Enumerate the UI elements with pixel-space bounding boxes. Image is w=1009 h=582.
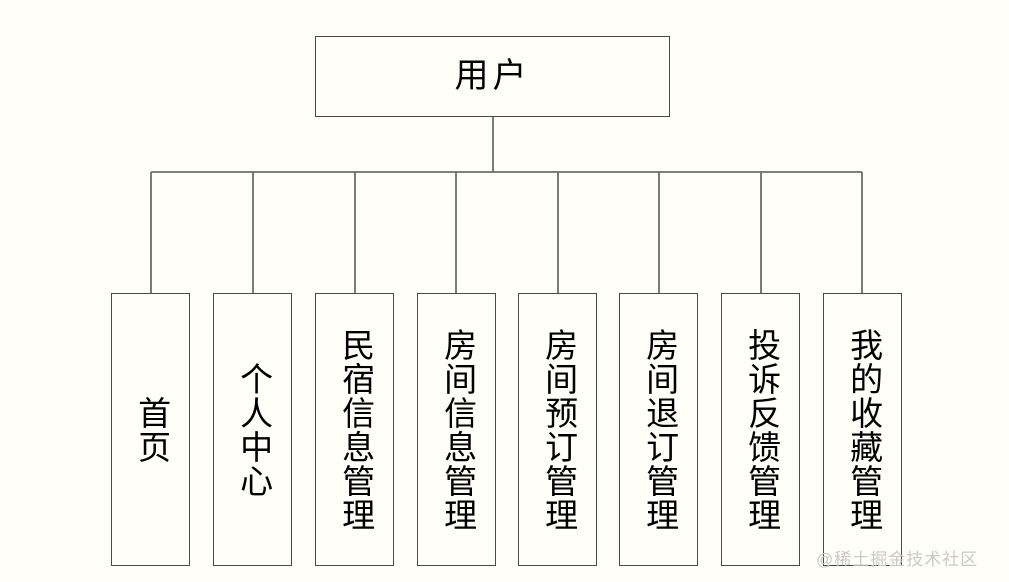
- watermark-text: @稀土掘金技术社区: [816, 550, 979, 569]
- node-root-user[interactable]: 用户: [315, 36, 670, 117]
- node-child-label: 房间退订管理: [640, 327, 677, 532]
- node-child-label: 我的收藏管理: [844, 327, 881, 532]
- node-child-homestay-info-management[interactable]: 民宿信息管理: [315, 293, 394, 566]
- node-child-label: 房间预订管理: [539, 327, 576, 532]
- node-child-room-booking-management[interactable]: 房间预订管理: [518, 293, 597, 566]
- node-child-label: 首页: [132, 395, 169, 464]
- node-child-label: 房间信息管理: [438, 327, 475, 532]
- node-child-personal-center[interactable]: 个人中心: [213, 293, 292, 566]
- node-child-label: 个人中心: [234, 361, 271, 498]
- node-root-label: 用户: [454, 57, 531, 95]
- node-child-room-cancellation-management[interactable]: 房间退订管理: [619, 293, 698, 566]
- node-child-label: 投诉反馈管理: [742, 327, 779, 532]
- node-child-complaint-feedback-management[interactable]: 投诉反馈管理: [721, 293, 800, 566]
- node-child-my-favorites-management[interactable]: 我的收藏管理: [823, 293, 902, 566]
- node-child-room-info-management[interactable]: 房间信息管理: [417, 293, 496, 566]
- node-child-label: 民宿信息管理: [336, 327, 373, 532]
- node-child-homepage[interactable]: 首页: [111, 293, 190, 566]
